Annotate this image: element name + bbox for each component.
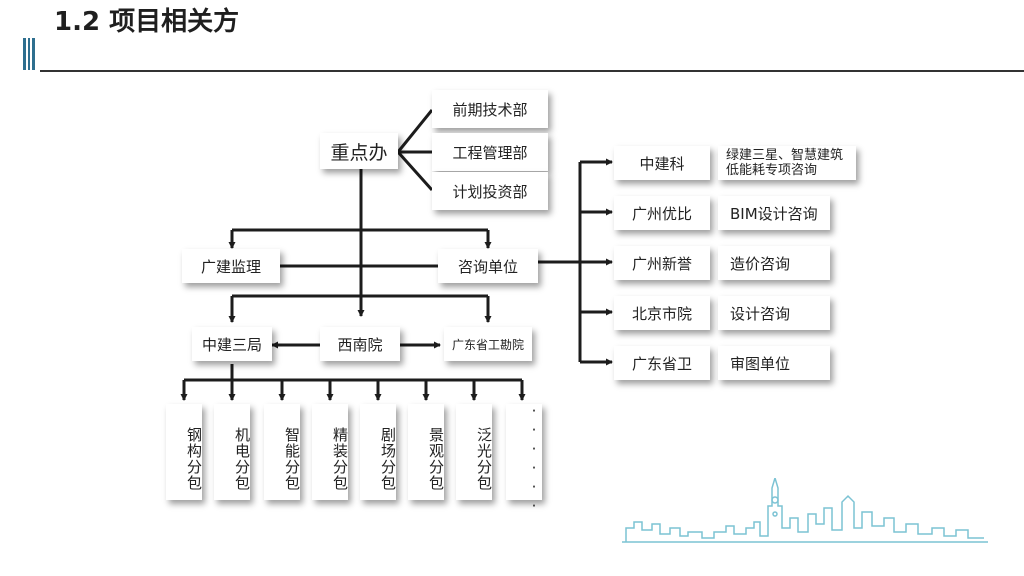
subcontractor-box: ······	[506, 402, 543, 516]
subcontractor-box: 精装分包	[312, 404, 349, 500]
consultant-name-box: 广州优比	[614, 196, 710, 230]
consultant-role-box: 设计咨询	[718, 296, 830, 330]
subcontractor-box: 泛光分包	[456, 404, 493, 500]
consulting-unit-box: 咨询单位	[438, 249, 538, 283]
dept-box: 前期技术部	[432, 90, 548, 128]
consultant-role-box: BIM设计咨询	[718, 196, 830, 230]
subcontractor-box: 智能分包	[264, 404, 301, 500]
supervision-box: 广建监理	[182, 249, 280, 283]
consultant-role-box: 审图单位	[718, 346, 830, 380]
dept-box: 计划投资部	[432, 172, 548, 210]
designer-box: 西南院	[320, 327, 400, 361]
city-skyline-icon	[622, 478, 988, 543]
consultant-name-box: 北京市院	[614, 296, 710, 330]
consultant-role-box: 绿建三星、智慧建筑低能耗专项咨询	[718, 146, 856, 180]
dept-box: 工程管理部	[432, 133, 548, 171]
subcontractor-box: 剧场分包	[360, 404, 397, 500]
title-bars-icon	[23, 38, 35, 70]
survey-institute-box: 广东省工勘院	[444, 327, 532, 361]
title-underline	[40, 70, 1024, 72]
subcontractor-box: 景观分包	[408, 404, 445, 500]
page-title: 1.2 项目相关方	[54, 7, 240, 37]
subcontractor-box: 机电分包	[214, 404, 251, 500]
subcontractor-box: 钢构分包	[166, 404, 203, 500]
consultant-role-box: 造价咨询	[718, 246, 830, 280]
consultant-name-box: 广州新誉	[614, 246, 710, 280]
consultant-name-box: 中建科	[614, 146, 710, 180]
general-contractor-box: 中建三局	[192, 327, 272, 361]
key-office-box: 重点办	[320, 133, 398, 169]
consultant-name-box: 广东省卫	[614, 346, 710, 380]
